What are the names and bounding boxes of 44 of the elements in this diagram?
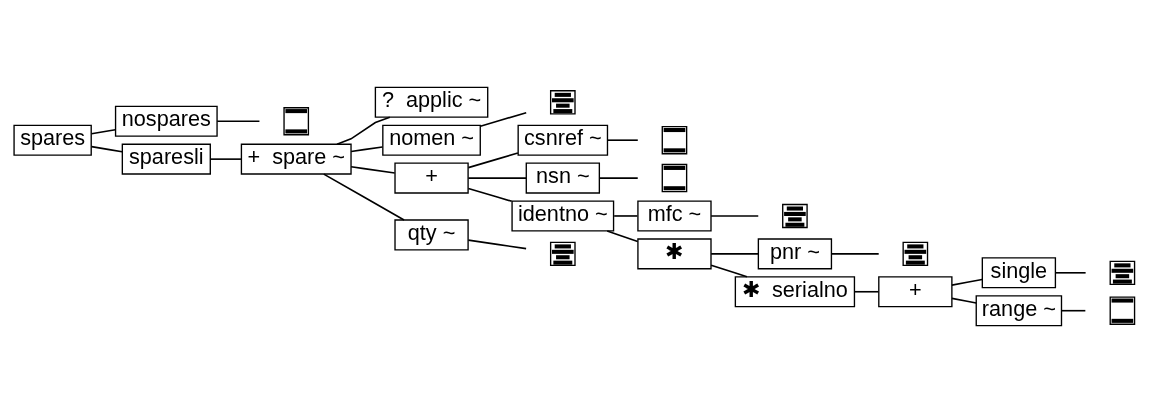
node-box: identno ~ <box>511 199 615 232</box>
node-box: nomen ~ <box>382 124 481 156</box>
node-box: range ~ <box>975 294 1063 326</box>
node-box: single <box>981 256 1057 288</box>
connector <box>613 214 639 217</box>
connector <box>467 238 527 249</box>
node-box: nospares <box>114 105 218 137</box>
connector <box>90 128 117 135</box>
connector <box>467 151 519 168</box>
node-box: csnref ~ <box>517 124 609 156</box>
connector <box>336 115 391 145</box>
connector <box>90 145 123 153</box>
connector <box>710 252 760 255</box>
connector <box>322 172 405 221</box>
connector <box>606 229 639 242</box>
node-box: mfc ~ <box>637 199 712 232</box>
connector <box>710 263 748 278</box>
node-box: nsn ~ <box>525 162 601 194</box>
connector <box>951 278 983 286</box>
node-box: + <box>878 275 953 307</box>
node-box: + <box>394 162 469 194</box>
connector <box>607 138 639 141</box>
connector <box>350 165 396 174</box>
connector <box>599 176 639 179</box>
connector <box>1061 309 1087 311</box>
connector <box>209 157 242 160</box>
connector <box>479 111 527 127</box>
connector <box>830 252 880 255</box>
connector <box>216 119 261 122</box>
node-box: qty ~ <box>394 218 469 250</box>
node-box: ✱ serialno <box>734 275 856 307</box>
connector <box>853 290 880 293</box>
connector <box>710 214 760 217</box>
node-box: ? applic ~ <box>374 86 489 118</box>
node-box: sparesli <box>121 143 211 175</box>
connector <box>467 176 527 179</box>
node-box: spares <box>13 124 92 156</box>
node-box: ✱ <box>637 237 712 269</box>
connector <box>951 297 978 304</box>
connector <box>1054 271 1087 274</box>
connector <box>467 187 513 202</box>
node-box: + spare ~ <box>240 143 352 175</box>
connector <box>350 145 384 152</box>
node-box: pnr ~ <box>757 237 833 269</box>
